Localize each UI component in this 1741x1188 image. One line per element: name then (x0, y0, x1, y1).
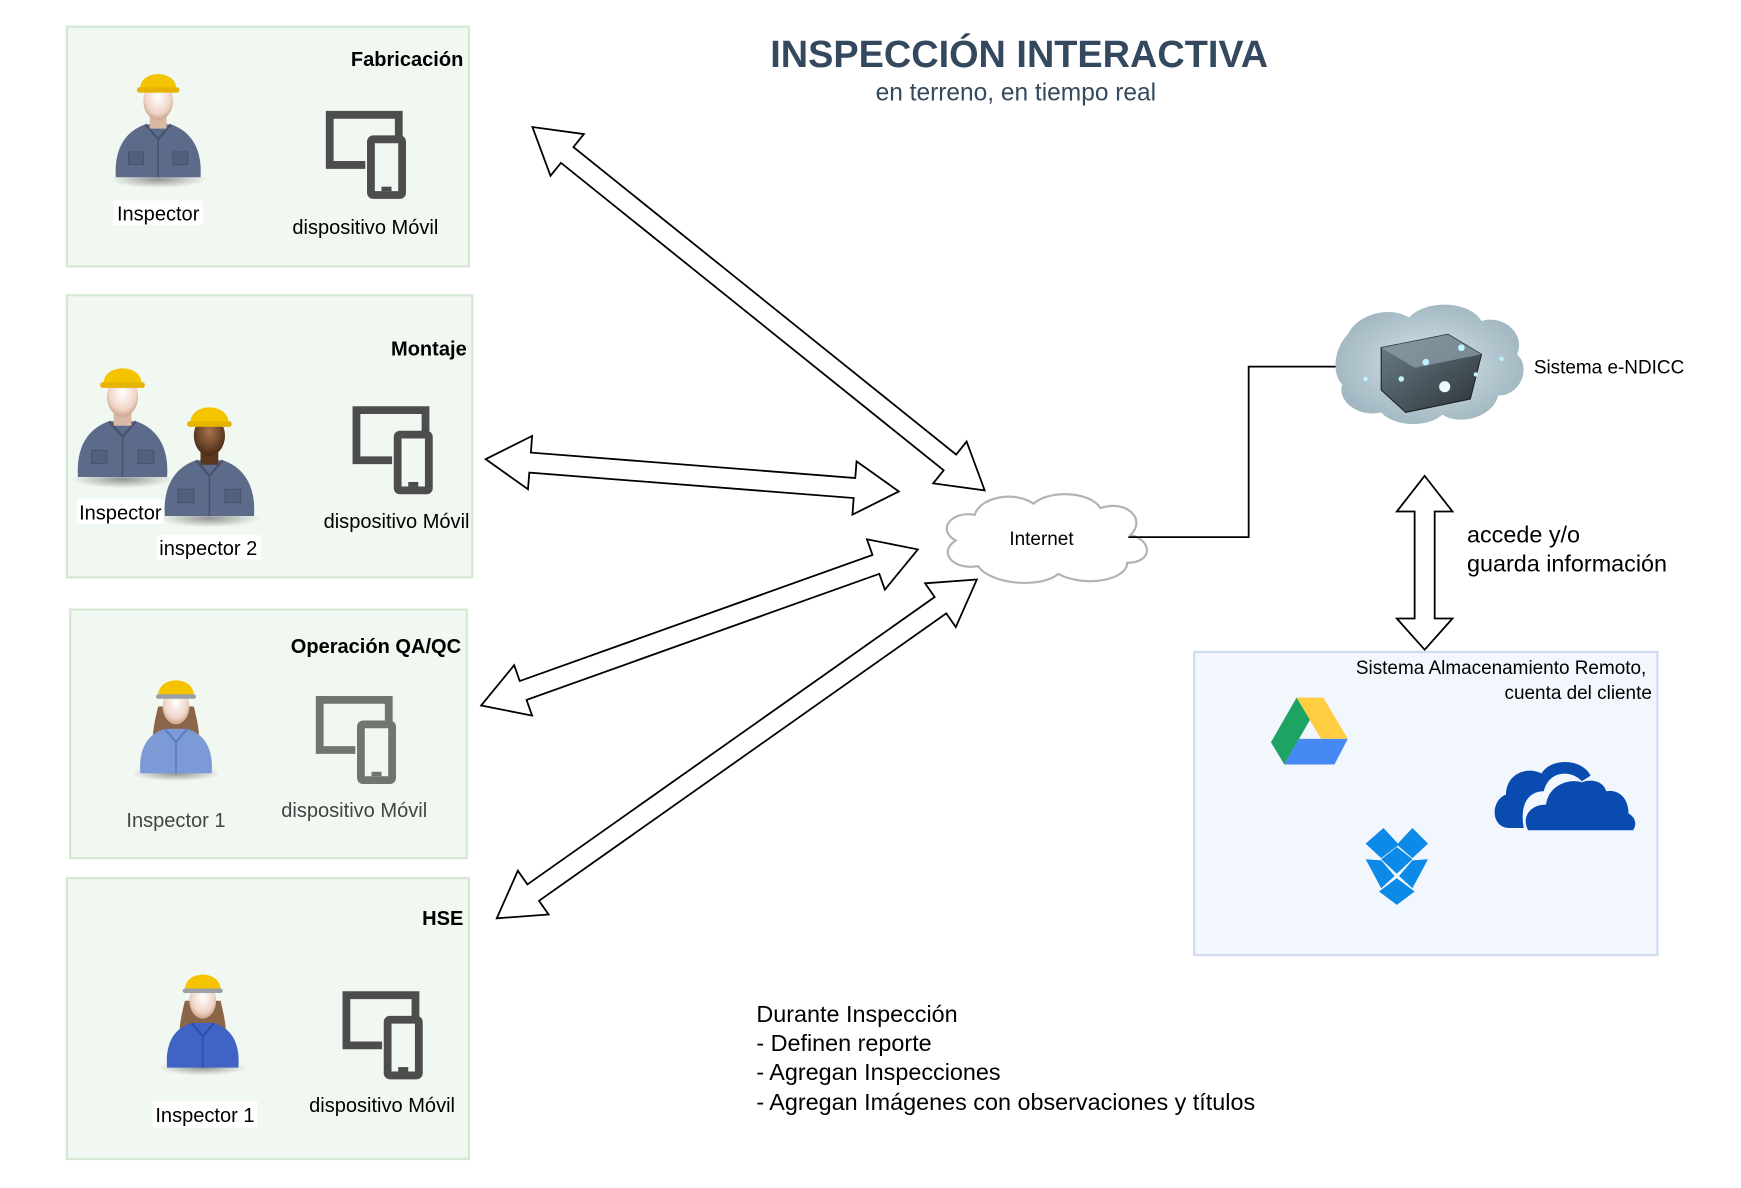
label-background (76, 499, 164, 524)
notes-item: - Definen reporte (756, 1030, 931, 1056)
female-worker-icon (158, 974, 248, 1076)
arrow-montaje-internet (483, 434, 901, 517)
person-label: Inspector 1 (126, 810, 225, 832)
link-label-line1: accede y/o (1467, 522, 1580, 548)
person-label: Inspector 1 (155, 1105, 254, 1127)
page-subtitle: en terreno, en tiempo real (876, 79, 1156, 106)
link-label-line2: guarda información (1467, 551, 1667, 577)
storage-title-line1: Sistema Almacenamiento Remoto, (1356, 658, 1646, 679)
notes-item: - Agregan Inspecciones (756, 1059, 1000, 1085)
connection-arrows (479, 125, 987, 920)
system-label: Sistema e-NDICC (1534, 357, 1684, 378)
cloud-icon (945, 493, 1148, 585)
device-label: dispositivo Móvil (281, 800, 427, 822)
dropbox-icon (1365, 828, 1428, 905)
person-label: Inspector (117, 204, 200, 226)
panel-operacion-qaqc: Operación QA/QC Inspector 1 dispositivo … (69, 608, 468, 860)
panel-title: Operación QA/QC (291, 636, 461, 658)
internet-cloud: Internet (945, 493, 1148, 585)
connector-line (1128, 365, 1337, 539)
panel-title: Montaje (391, 339, 467, 361)
panel-title: HSE (422, 908, 463, 930)
storage-title-line2: cuenta del cliente (1505, 683, 1652, 704)
remote-storage-panel: Sistema Almacenamiento Remoto, cuenta de… (1192, 650, 1659, 957)
notes-item: - Agregan Imágenes con observaciones y t… (756, 1089, 1255, 1115)
panel-background (69, 608, 468, 860)
arrow-fabricacion-internet (531, 125, 987, 492)
endicc-system: Sistema e-NDICC (1335, 304, 1684, 425)
female-worker-icon (131, 680, 221, 782)
person-label: inspector 2 (159, 538, 257, 560)
panel-fabricacion: Fabricación Inspector dispositivo Móvil (65, 25, 471, 268)
label-background (152, 1101, 258, 1128)
internet-label: Internet (1009, 529, 1074, 550)
device-label: dispositivo Móvil (292, 217, 438, 239)
onedrive-icon (1494, 761, 1636, 831)
page-title: INSPECCIÓN INTERACTIVA (770, 32, 1268, 76)
panel-hse: HSE Inspector 1 dispositivo Móvil (65, 877, 471, 1161)
server-icon (1363, 333, 1504, 413)
google-drive-icon (1270, 697, 1348, 765)
label-background (157, 534, 261, 560)
device-label: dispositivo Móvil (309, 1095, 455, 1117)
bidirectional-arrow (1394, 474, 1455, 652)
inspection-notes: Durante Inspección - Definen reporte - A… (756, 1001, 1255, 1115)
panel-montaje: Montaje Inspector inspector 2 dispositiv… (65, 294, 474, 579)
panel-title: Fabricación (351, 49, 464, 71)
arrow-hse-internet (495, 578, 979, 920)
label-background (113, 200, 203, 226)
notes-heading: Durante Inspección (756, 1001, 957, 1027)
person-label: Inspector (79, 502, 162, 524)
device-label: dispositivo Móvil (324, 511, 470, 533)
arrow-qaqc-internet (479, 538, 920, 717)
